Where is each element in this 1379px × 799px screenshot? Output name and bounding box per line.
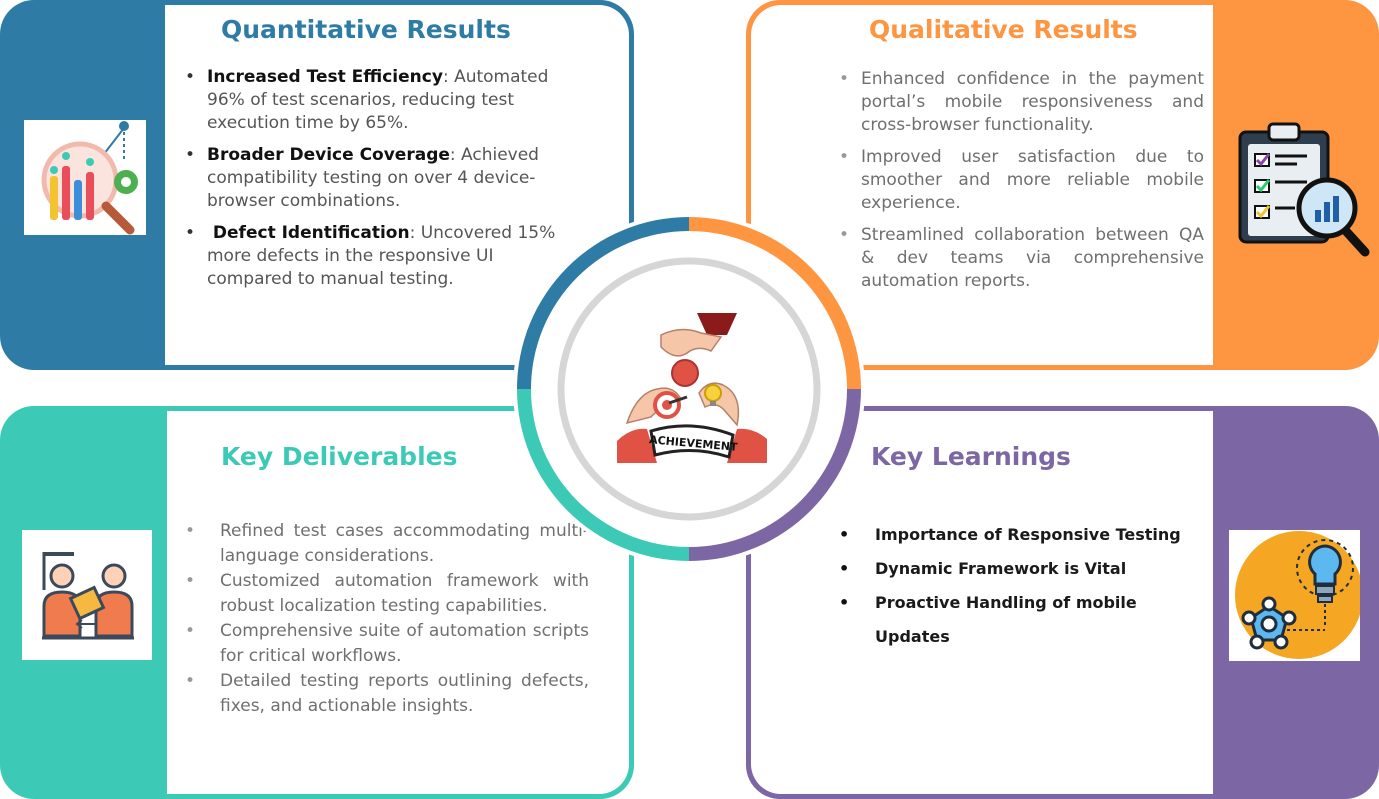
qualitative-list: Enhanced confidence in the payment porta…	[839, 68, 1204, 302]
deliverables-list: Refined test cases accommodating multi-l…	[185, 519, 589, 719]
list-item: Importance of Responsive Testing	[839, 518, 1215, 552]
list-item: Increased Test Efficiency: Automated 96%…	[185, 66, 582, 135]
deliverables-title: Key Deliverables	[221, 442, 458, 471]
list-item: Refined test cases accommodating multi-l…	[185, 519, 589, 569]
analytics-magnifier-icon	[24, 120, 146, 235]
lightbulb-network-icon	[1229, 530, 1363, 661]
learnings-list: Importance of Responsive Testing Dynamic…	[839, 518, 1215, 654]
list-item: Improved user satisfaction due to smooth…	[839, 146, 1204, 215]
list-item: Comprehensive suite of automation script…	[185, 619, 589, 669]
quantitative-list: Increased Test Efficiency: Automated 96%…	[185, 66, 582, 300]
clipboard-checklist-icon	[1237, 122, 1376, 259]
quantitative-title: Quantitative Results	[221, 15, 511, 44]
list-item: Proactive Handling of mobile Updates	[839, 586, 1215, 654]
achievement-hands-icon: ACHIEVEMENT	[617, 313, 767, 463]
learnings-title: Key Learnings	[871, 442, 1071, 471]
list-item: Dynamic Framework is Vital	[839, 552, 1215, 586]
list-item: Defect Identification: Uncovered 15% mor…	[185, 222, 582, 291]
list-item: Broader Device Coverage: Achieved compat…	[185, 144, 582, 213]
list-item: Detailed testing reports outlining defec…	[185, 669, 589, 719]
list-item: Streamlined collaboration between QA & d…	[839, 224, 1204, 293]
list-item: Enhanced confidence in the payment porta…	[839, 68, 1204, 137]
handover-package-icon	[22, 530, 152, 660]
qualitative-title: Qualitative Results	[869, 15, 1138, 44]
list-item: Customized automation framework with rob…	[185, 569, 589, 619]
